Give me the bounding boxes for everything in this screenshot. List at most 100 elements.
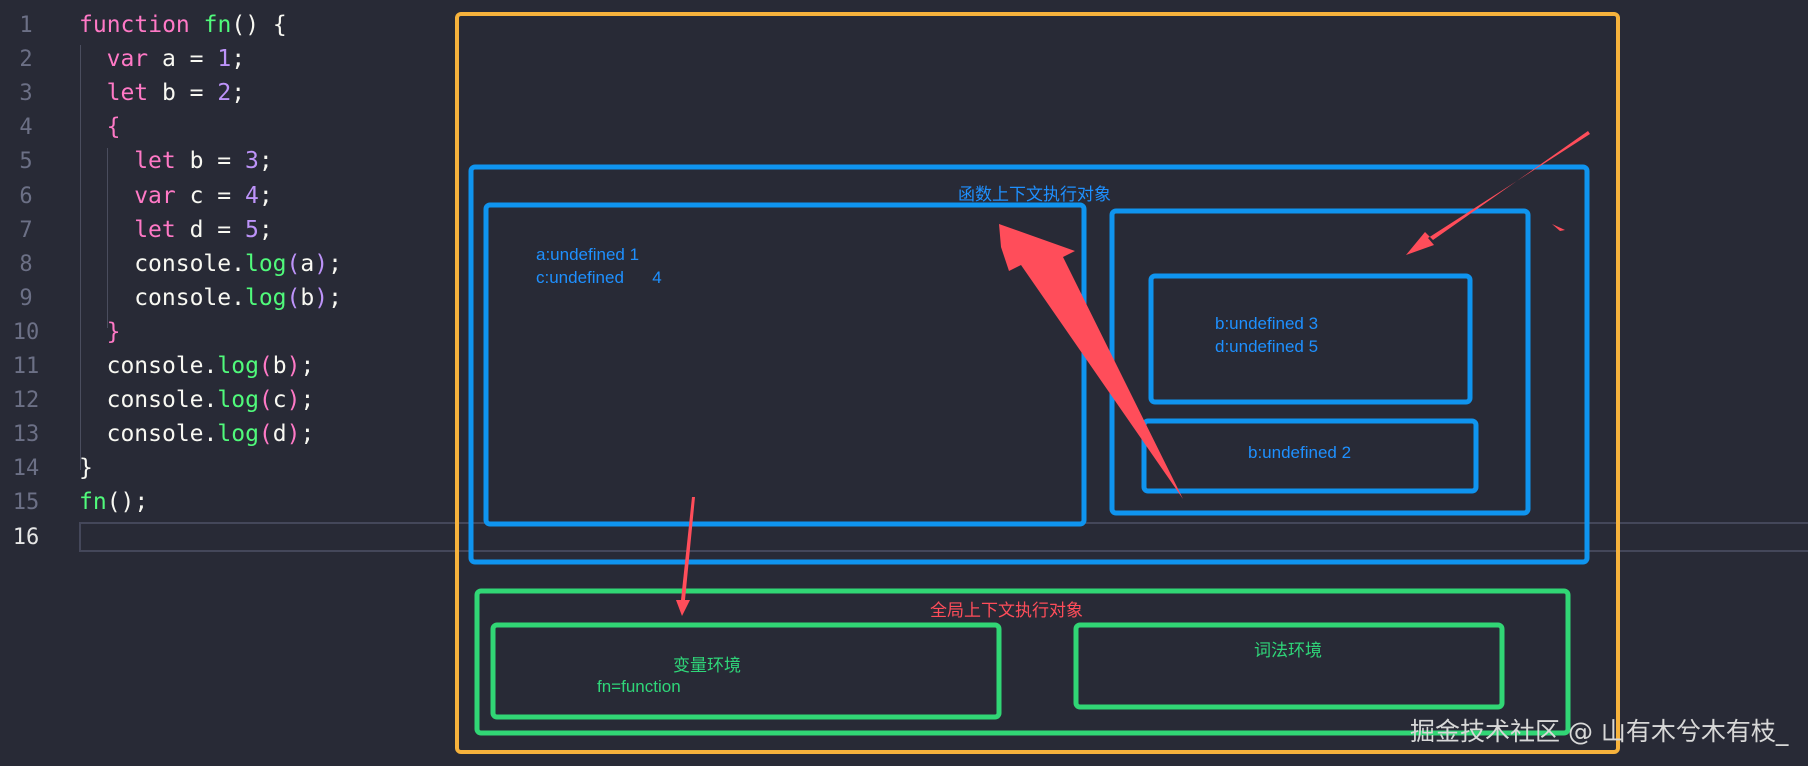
code-token: ( <box>258 353 273 379</box>
code-line[interactable]: 14} <box>0 450 1808 484</box>
code-text: } <box>79 455 93 481</box>
code-token: var <box>134 182 176 209</box>
code-token: var <box>106 46 149 73</box>
line-number: 6 <box>19 183 33 209</box>
global-context-box <box>474 588 1571 736</box>
code-token: ) <box>286 421 301 448</box>
code-token: d = <box>175 216 245 243</box>
code-text: let b = 2; <box>107 80 246 106</box>
code-token: c = <box>175 182 245 209</box>
block-lexical-b: b:undefined 3 <box>1215 314 1319 333</box>
code-text: fn(); <box>79 489 148 515</box>
code-token: log <box>217 387 259 414</box>
line-number: 7 <box>19 217 33 243</box>
code-line[interactable]: 6 var c = 4; <box>0 178 1808 212</box>
line-number: 15 <box>12 490 40 516</box>
line-number: 11 <box>12 354 40 379</box>
code-token: console. <box>134 284 245 311</box>
function-context-box <box>468 164 1590 565</box>
code-text: function fn() { <box>79 12 287 38</box>
code-line[interactable]: 10} <box>0 314 1808 348</box>
code-token: ; <box>231 80 246 107</box>
indent-guide <box>107 148 108 328</box>
code-token: fn <box>203 12 232 38</box>
code-token: 1 <box>217 46 232 73</box>
code-token: console. <box>106 387 218 414</box>
code-token: let <box>134 216 176 243</box>
arrow-into-lexical-env <box>1406 131 1590 255</box>
line-number: 13 <box>12 422 40 448</box>
code-line[interactable]: 16 <box>0 519 1808 553</box>
code-token: ; <box>300 387 315 414</box>
indent-guide <box>80 45 81 470</box>
code-token: let <box>106 80 149 107</box>
line-number: 2 <box>19 47 33 73</box>
code-line[interactable]: 13 console.log(d); <box>0 416 1808 450</box>
code-token: console. <box>134 250 245 277</box>
line-number: 5 <box>19 149 33 175</box>
code-token: ) <box>314 250 329 277</box>
execution-stack-box <box>455 12 1620 754</box>
code-line[interactable]: 12 console.log(c); <box>0 382 1808 416</box>
function-context-label: 函数上下文执行对象 <box>958 185 1111 204</box>
code-text: console.log(c); <box>107 387 315 413</box>
code-token: () <box>231 12 260 38</box>
code-token: ) <box>314 284 329 311</box>
code-token: log <box>244 284 287 311</box>
code-line[interactable]: 2 var a = 1; <box>0 41 1808 75</box>
code-token: ( <box>258 421 273 448</box>
code-token: log <box>217 421 259 448</box>
code-token: ; <box>134 489 149 516</box>
code-line[interactable]: 7 let d = 5; <box>0 212 1808 246</box>
code-text: console.log(b); <box>107 353 315 379</box>
line-number: 4 <box>19 115 33 141</box>
line-number: 12 <box>12 388 40 414</box>
code-token: c <box>272 387 287 414</box>
code-token: a <box>300 250 315 277</box>
code-token: ; <box>258 148 273 175</box>
code-text: } <box>107 319 121 345</box>
arrow-to-global-var-env <box>676 497 695 616</box>
function-lexical-scope-box <box>1141 418 1479 494</box>
function-lexical-b: b:undefined 2 <box>1248 443 1352 462</box>
code-token: ; <box>328 284 342 311</box>
block-lexical-d: d:undefined 5 <box>1215 337 1319 356</box>
code-line[interactable]: 4{ <box>0 109 1808 143</box>
code-text: console.log(b); <box>134 285 342 311</box>
code-line[interactable]: 15 fn(); <box>0 484 1808 518</box>
line-number: 16 <box>12 524 40 550</box>
code-token: console. <box>106 421 218 448</box>
code-text: var a = 1; <box>107 46 246 72</box>
code-token: 5 <box>244 216 259 243</box>
code-token: } <box>79 455 93 482</box>
code-text: var c = 4; <box>134 183 273 209</box>
global-var-env-entry: fn=function <box>597 677 681 696</box>
code-token: ; <box>231 46 246 73</box>
code-line[interactable]: 3 let b = 2; <box>0 75 1808 109</box>
watermark: 掘金技术社区 @ 山有木兮木有枝_ <box>1410 717 1789 746</box>
function-lexical-env-box <box>1109 208 1531 516</box>
line-number: 3 <box>19 81 33 107</box>
line-number: 14 <box>12 456 40 482</box>
code-token: 2 <box>217 80 232 107</box>
block-lexical-box <box>1148 273 1473 405</box>
code-token: console. <box>106 353 218 379</box>
code-token: 3 <box>244 148 259 175</box>
arrow-lexical-to-variable-env <box>999 224 1183 499</box>
code-line[interactable]: 11 console.log(b); <box>0 348 1808 382</box>
global-variable-env-box <box>490 622 1002 720</box>
code-token: ; <box>258 182 273 209</box>
code-token: ; <box>300 353 315 379</box>
code-token: fn <box>79 489 107 516</box>
code-token: b <box>300 284 315 311</box>
code-text: let d = 5; <box>134 217 273 243</box>
code-text: console.log(d); <box>107 421 315 447</box>
function-var-c: c:undefined 4 <box>536 268 662 287</box>
global-lexical-env-title: 词法环境 <box>1254 641 1322 660</box>
